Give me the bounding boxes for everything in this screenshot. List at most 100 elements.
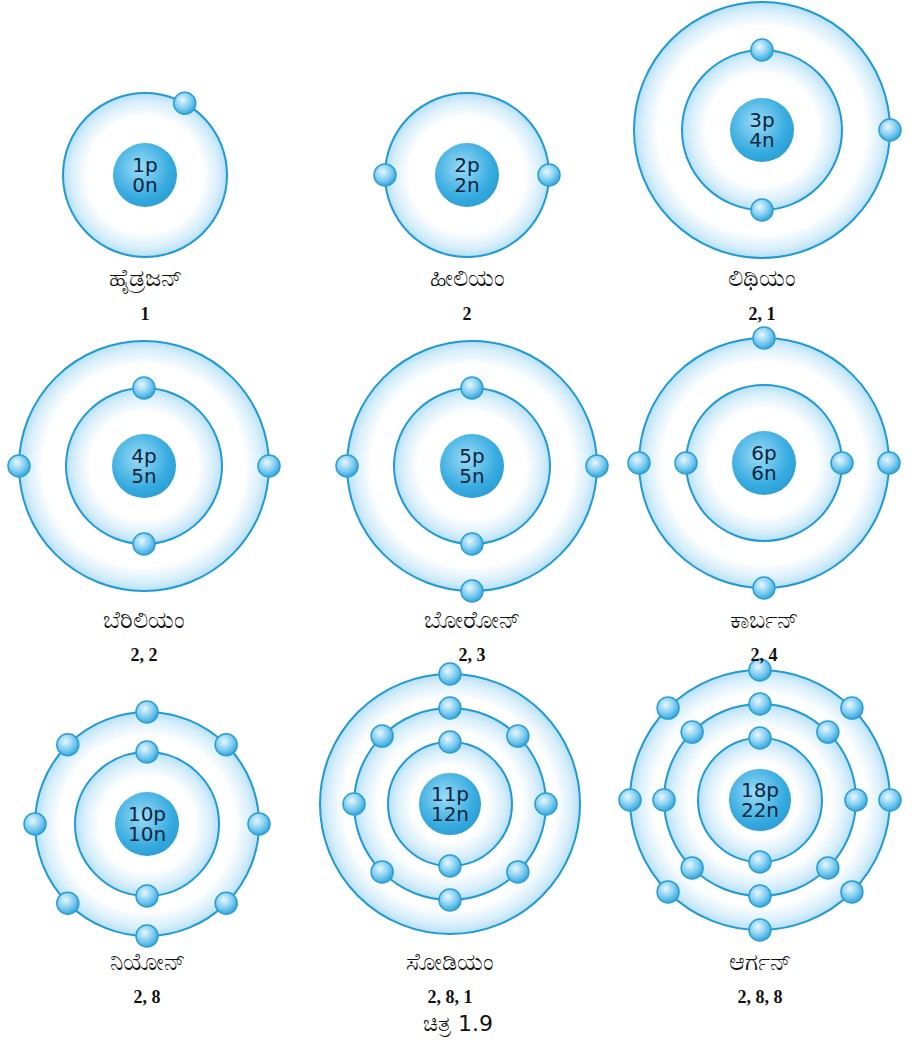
atom-model: 5p 5nಬೋರೋನ್2, 3	[333, 327, 611, 605]
electron-dot	[657, 697, 679, 719]
electron-dot	[57, 892, 79, 914]
electron-dot	[371, 725, 393, 747]
nucleus-circle: 3p 4n	[730, 98, 794, 162]
electron-dot	[681, 721, 703, 743]
element-name: ಕಾರ್ಬನ್	[730, 605, 798, 635]
electron-shell	[347, 341, 597, 591]
electron-dot	[749, 885, 771, 907]
electron-dot	[538, 164, 560, 186]
electron-dot	[374, 164, 396, 186]
element-name: ಬೋರೋನ್	[424, 605, 520, 635]
electron-configuration: 2, 2	[131, 645, 158, 665]
electron-dot	[461, 377, 483, 399]
electron-shell	[75, 752, 219, 896]
electron-dot	[749, 659, 771, 681]
nucleus-label: 6p 6n	[751, 443, 776, 483]
electron-dot	[879, 789, 901, 811]
figure-caption: ಚಿತ್ರ 1.9	[423, 1010, 493, 1038]
electron-dot	[174, 92, 196, 114]
element-name: ಲಿಥಿಯಂ	[728, 263, 796, 293]
atom-model: 6p 6nಕಾರ್ಬನ್2, 4	[625, 324, 903, 602]
nucleus-label: 5p 5n	[459, 446, 484, 486]
atom-model: 2p 2nಹೀಲಿಯಂ2	[371, 79, 563, 271]
electron-dot	[461, 580, 483, 602]
element-name: ಬೆರಿಲಿಯಂ	[103, 605, 185, 635]
electron-dot	[133, 377, 155, 399]
electron-shell	[385, 93, 549, 257]
electron-dot	[136, 741, 158, 763]
electron-dot	[841, 881, 863, 903]
nucleus-label: 11p 12n	[431, 784, 469, 824]
element-name: ಸೋಡಿಯಂ	[406, 947, 494, 977]
electron-shell	[698, 738, 822, 862]
electron-configuration: 2, 1	[749, 304, 776, 324]
electron-configuration: 1	[141, 304, 150, 324]
element-name: ಹೀಲಿಯಂ	[430, 263, 505, 293]
nucleus-circle: 18p 22n	[729, 769, 790, 830]
electron-shell	[354, 708, 546, 900]
electron-dot	[653, 789, 675, 811]
electron-shell	[320, 674, 580, 934]
electron-configuration: 2, 4	[751, 645, 778, 665]
nucleus-label: 2p 2n	[454, 155, 479, 195]
electron-dot	[215, 892, 237, 914]
electron-dot	[619, 789, 641, 811]
electron-dot	[248, 813, 270, 835]
electron-dot	[439, 889, 461, 911]
electron-dot	[461, 533, 483, 555]
electron-dot	[136, 885, 158, 907]
electron-dot	[753, 327, 775, 349]
electron-dot	[675, 452, 697, 474]
electron-dot	[749, 851, 771, 873]
electron-dot	[879, 119, 901, 141]
electron-shell	[686, 385, 842, 541]
electron-configuration: 2, 8	[134, 987, 161, 1007]
electron-dot	[749, 693, 771, 715]
electron-dot	[535, 793, 557, 815]
electron-dot	[136, 701, 158, 723]
electron-dot	[439, 663, 461, 685]
atom-model: 11p 12nಸೋಡಿಯಂ2, 8, 1	[306, 660, 594, 948]
electron-shell	[639, 338, 889, 588]
electron-dot	[507, 861, 529, 883]
electron-dot	[507, 725, 529, 747]
atom-model: 10p 10nನಿಯೋನ್2, 8	[21, 698, 273, 950]
electron-dot	[657, 881, 679, 903]
electron-dot	[371, 861, 393, 883]
electron-configuration: 2, 8, 1	[428, 987, 473, 1007]
nucleus-label: 10p 10n	[128, 804, 166, 844]
atom-model: 4p 5nಬೆರಿಲಿಯಂ2, 2	[5, 327, 283, 605]
electron-dot	[57, 734, 79, 756]
nucleus-label: 4p 5n	[131, 446, 156, 486]
electron-dot	[336, 455, 358, 477]
nucleus-circle: 1p 0n	[113, 143, 177, 207]
nucleus-label: 18p 22n	[741, 780, 779, 820]
nucleus-circle: 2p 2n	[435, 143, 499, 207]
atom-model: 1p 0nಹೈಡ್ರಜನ್1	[49, 79, 241, 271]
electron-shell	[394, 388, 550, 544]
electron-configuration: 2	[463, 304, 472, 324]
element-name: ಆರ್ಗನ್	[729, 947, 791, 977]
electron-dot	[749, 727, 771, 749]
nucleus-label: 1p 0n	[132, 155, 157, 195]
nucleus-label: 3p 4n	[749, 110, 774, 150]
electron-dot	[878, 452, 900, 474]
electron-dot	[24, 813, 46, 835]
electron-dot	[817, 857, 839, 879]
electron-shell	[630, 670, 890, 930]
electron-dot	[586, 455, 608, 477]
electron-dot	[753, 577, 775, 599]
electron-dot	[136, 925, 158, 947]
electron-shell	[63, 93, 227, 257]
electron-dot	[439, 697, 461, 719]
electron-dot	[439, 855, 461, 877]
electron-dot	[749, 919, 771, 941]
electron-dot	[215, 734, 237, 756]
nucleus-circle: 6p 6n	[732, 431, 796, 495]
electron-dot	[343, 793, 365, 815]
electron-dot	[751, 39, 773, 61]
electron-dot	[628, 452, 650, 474]
electron-shell	[664, 704, 856, 896]
electron-shell	[35, 712, 259, 936]
